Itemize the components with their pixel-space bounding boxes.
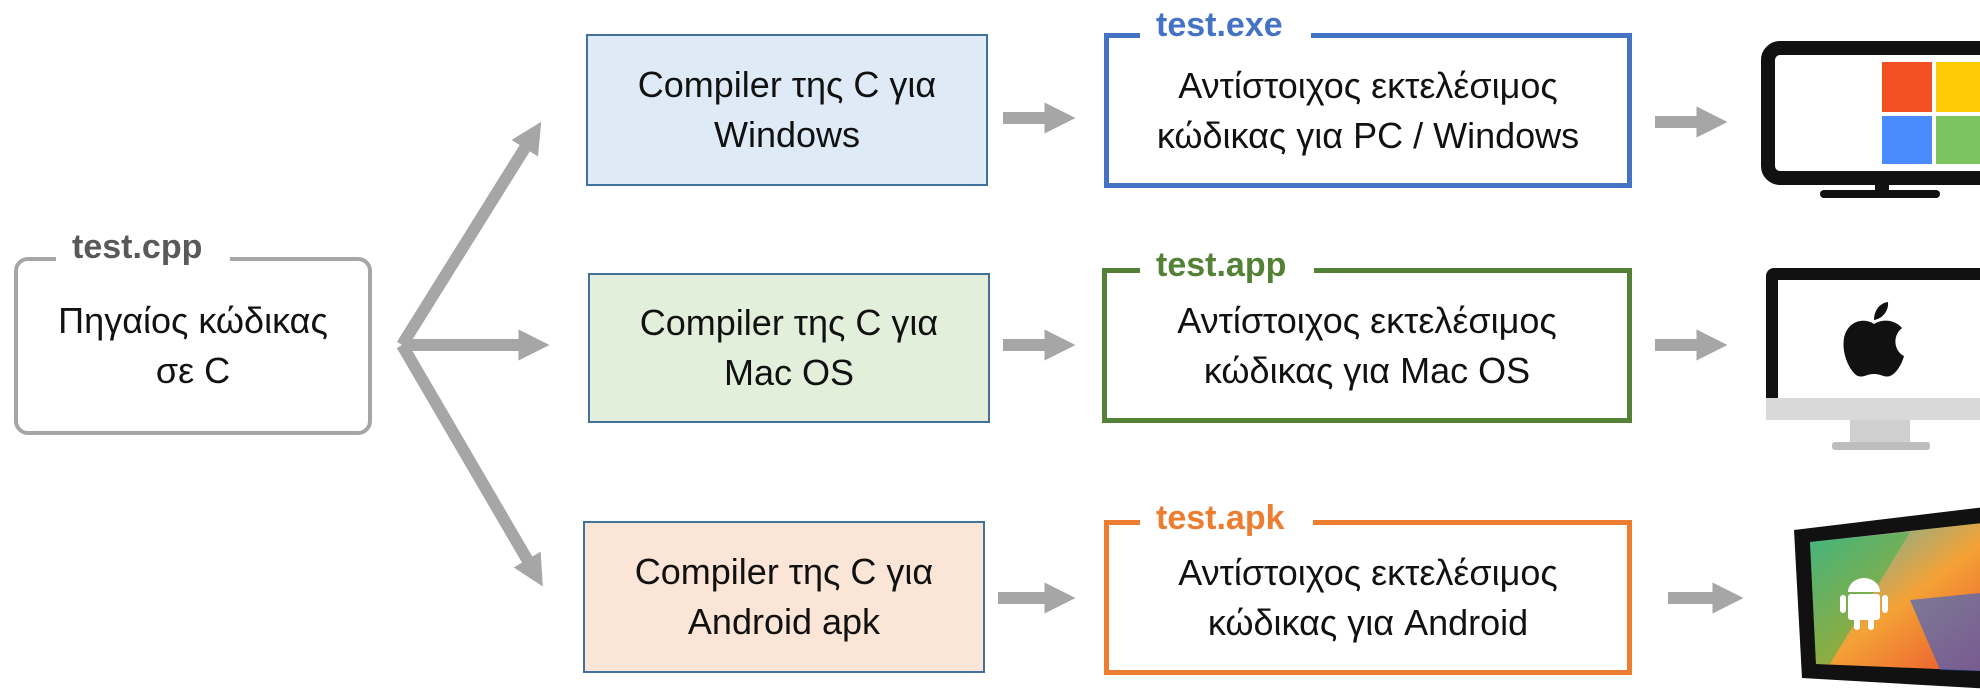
windows-compiler-line-1: Compiler της C για — [637, 64, 937, 105]
source-code-box: Πηγαίος κώδικας σε C — [14, 257, 372, 435]
arrow-source-to-android-compiler — [396, 341, 543, 587]
android-robot-icon — [1840, 578, 1888, 630]
windows-output-box: Αντίστοιχος εκτελέσιμος κώδικας για PC /… — [1104, 33, 1632, 188]
windows-compiler-line-2: Windows — [713, 114, 861, 155]
windows-output-filename: test.exe — [1140, 5, 1311, 45]
mac-output-filename: test.app — [1140, 245, 1315, 285]
mac-output-box: Αντίστοιχος εκτελέσιμος κώδικας για Mac … — [1102, 268, 1632, 423]
android-output-line-1: Αντίστοιχος εκτελέσιμος — [1178, 551, 1558, 593]
source-filename: test.cpp — [56, 227, 231, 267]
source-line-2: σε C — [155, 350, 231, 391]
windows-logo-icon — [1882, 62, 1980, 164]
windows-output-line-2: κώδικας για PC / Windows — [1156, 114, 1580, 156]
mac-output-line-1: Αντίστοιχος εκτελέσιμος — [1177, 299, 1557, 341]
android-output-box: Αντίστοιχος εκτελέσιμος κώδικας για Andr… — [1104, 520, 1632, 675]
apple-logo-icon — [1843, 302, 1904, 377]
android-output-line-2: κώδικας για Android — [1207, 601, 1529, 643]
windows-monitor-icon — [1761, 41, 1980, 198]
mac-compiler-line-2: Mac OS — [723, 352, 855, 393]
arrow-source-to-windows-compiler — [396, 121, 542, 349]
windows-compiler-box: Compiler της C για Windows — [586, 34, 988, 186]
mac-compiler-box: Compiler της C για Mac OS — [588, 273, 990, 423]
android-compiler-line-2: Android apk — [687, 601, 881, 642]
windows-output-line-1: Αντίστοιχος εκτελέσιμος — [1178, 64, 1558, 106]
android-output-filename: test.apk — [1140, 498, 1313, 538]
android-compiler-box: Compiler της C για Android apk — [583, 521, 985, 673]
android-tablet-icon — [1794, 507, 1980, 689]
mac-output-line-2: κώδικας για Mac OS — [1203, 349, 1531, 391]
mac-compiler-line-1: Compiler της C για — [639, 302, 939, 343]
android-compiler-line-1: Compiler της C για — [634, 551, 934, 592]
source-line-1: Πηγαίος κώδικας — [58, 300, 328, 341]
imac-apple-icon — [1766, 268, 1980, 450]
